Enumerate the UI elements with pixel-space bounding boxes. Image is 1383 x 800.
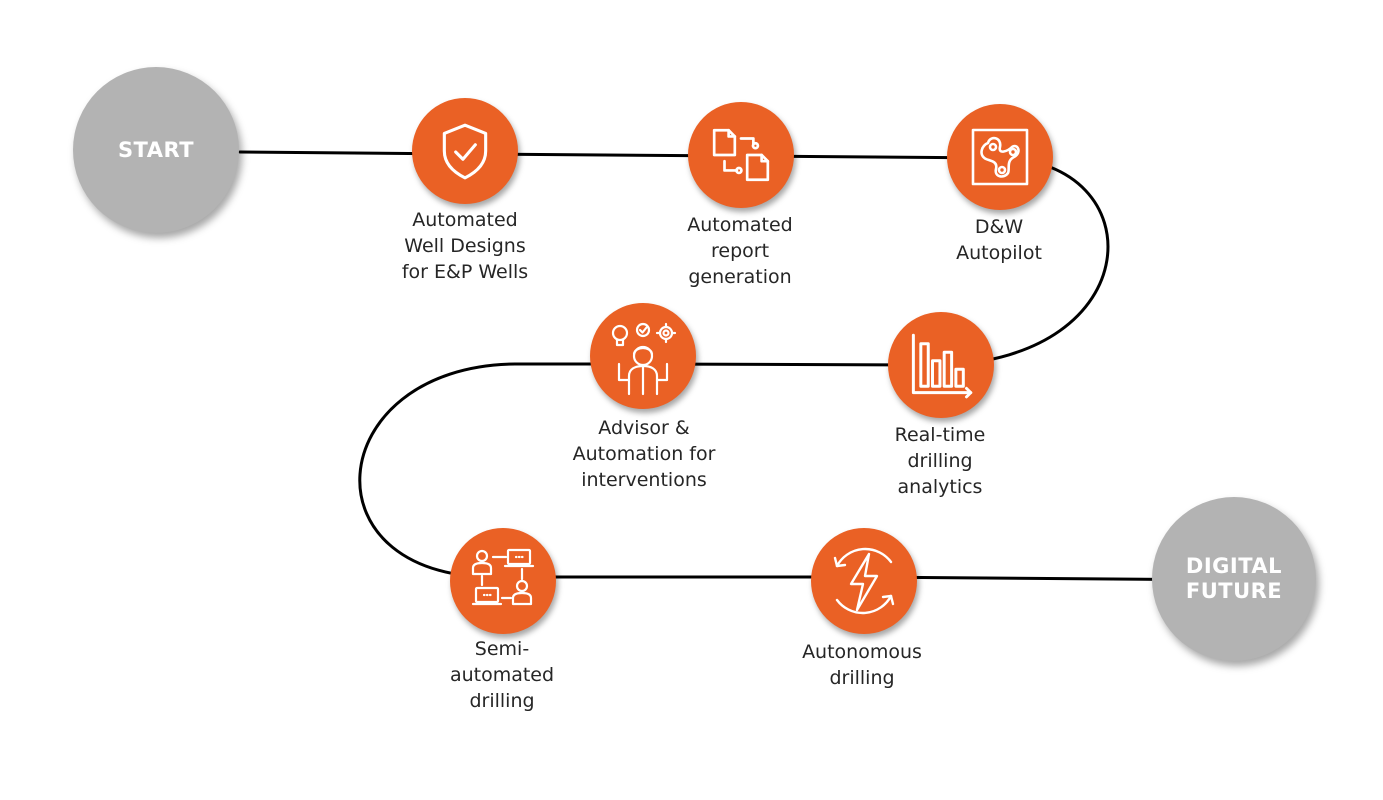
document-flow-icon: [712, 128, 770, 182]
start-node[interactable]: START: [73, 67, 239, 233]
digital-future-label-line-1: DIGITAL: [1185, 554, 1283, 578]
milestone-automated-well-designs[interactable]: [412, 98, 518, 204]
bar-chart-icon: [911, 333, 973, 399]
milestone-label-automated-report-generation: Automated report generation: [687, 214, 793, 288]
advisor-icon: [611, 322, 677, 396]
milestone-semi-automated-drilling[interactable]: [450, 528, 556, 634]
milestone-automated-report-generation[interactable]: [688, 102, 794, 208]
milestone-label-advisor-automation-interventions: Advisor & Automation for interventions: [572, 417, 716, 491]
digital-future-label-line-2: FUTURE: [1185, 579, 1283, 603]
milestone-label-automated-well-designs: Automated Well Designs for E&P Wells: [401, 209, 529, 283]
milestone-advisor-automation-interventions[interactable]: [590, 303, 696, 409]
milestone-label-real-time-drilling-analytics: Real-time drilling analytics: [894, 424, 986, 498]
milestone-real-time-drilling-analytics[interactable]: [888, 312, 994, 418]
autopilot-icon: [971, 128, 1029, 186]
start-label: START: [117, 137, 195, 162]
digital-future-node[interactable]: DIGITAL FUTURE: [1152, 497, 1316, 661]
milestone-dw-autopilot[interactable]: [947, 104, 1053, 210]
shield-check-icon: [442, 123, 488, 180]
milestone-label-autonomous-drilling: Autonomous drilling: [802, 641, 922, 689]
milestone-label-dw-autopilot: D&W Autopilot: [956, 216, 1042, 264]
milestone-label-semi-automated-drilling: Semi- automated drilling: [449, 638, 555, 712]
milestone-autonomous-drilling[interactable]: [811, 528, 917, 634]
team-network-icon: [471, 548, 535, 606]
lightning-cycle-icon: [833, 547, 895, 615]
